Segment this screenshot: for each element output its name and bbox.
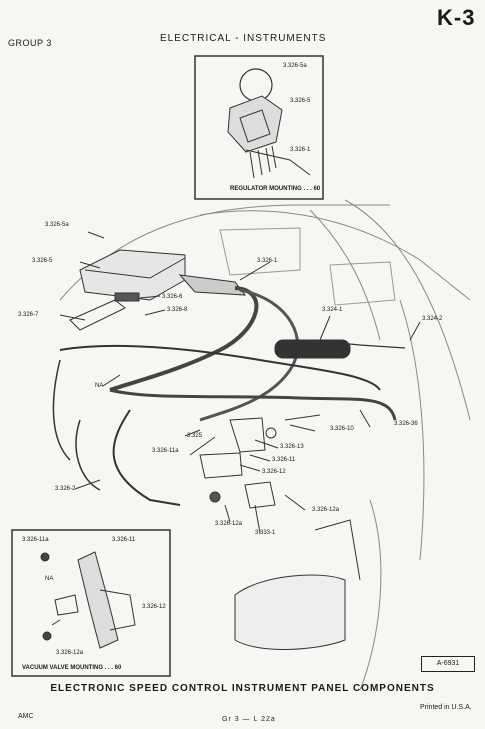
inset-top-label-5: 3.326-5 <box>290 98 311 104</box>
inset-bottom-label: 3.326-11a <box>22 537 49 543</box>
callout: 3.326-12 <box>262 469 286 475</box>
regulator-inset-frame <box>194 55 324 200</box>
vacuum-valve-inset-drawing <box>40 551 136 649</box>
footer-right: Printed in U.S.A. <box>420 704 472 711</box>
inset-bottom-label: 3.326-11 <box>112 537 136 543</box>
callout: 3.333-1 <box>255 530 276 536</box>
callout: 3.326-7 <box>18 312 39 318</box>
callout: 3.326-5 <box>32 258 53 264</box>
section-title: ELECTRICAL - INSTRUMENTS <box>160 33 327 44</box>
page-number: K-3 <box>437 5 476 30</box>
regulator-inset-drawing <box>227 68 311 179</box>
callout: 3.326-12a <box>312 507 340 513</box>
callout: 3.326-11 <box>272 457 296 463</box>
callout: 3.326-11a <box>152 448 179 454</box>
callout: 3.325 <box>187 433 203 439</box>
figure-caption: ELECTRONIC SPEED CONTROL INSTRUMENT PANE… <box>50 683 435 694</box>
inset-top-caption: REGULATOR MOUNTING . . . 60 <box>230 186 321 192</box>
inset-top-label-5a: 3.326-5a <box>283 63 307 69</box>
figure-id: A-6931 <box>421 656 475 672</box>
callout: 3.324-2 <box>422 316 443 322</box>
callout: 3.326-6 <box>162 294 183 300</box>
footer-left: AMC <box>18 713 34 720</box>
callout: 3.326-5a <box>45 222 69 228</box>
callout: 3.326-8 <box>167 307 188 313</box>
footer-center: Gr 3 — L 22a <box>222 716 276 723</box>
vacuum-valve-inset-frame <box>11 529 171 677</box>
callout: 3.326-12a <box>215 521 243 527</box>
callout: 3.326-1 <box>257 258 278 264</box>
inset-bottom-caption: VACUUM VALVE MOUNTING . . . 60 <box>22 665 122 671</box>
callout: 3.326-13 <box>280 444 304 450</box>
inset-bottom-label: NA <box>45 576 54 582</box>
callout: 3.326-36 <box>394 421 418 427</box>
inset-bottom-label: 3.326-12a <box>56 650 84 656</box>
group-label: GROUP 3 <box>8 38 52 48</box>
callout: 3.326-2 <box>55 486 76 492</box>
inset-bottom-label: 3.326-12 <box>142 604 166 610</box>
callout: NA <box>95 383 104 389</box>
callout: 3.326-10 <box>330 426 354 432</box>
callout: 3.324-1 <box>322 307 343 313</box>
inset-top-label-1: 3.326-1 <box>290 147 311 153</box>
